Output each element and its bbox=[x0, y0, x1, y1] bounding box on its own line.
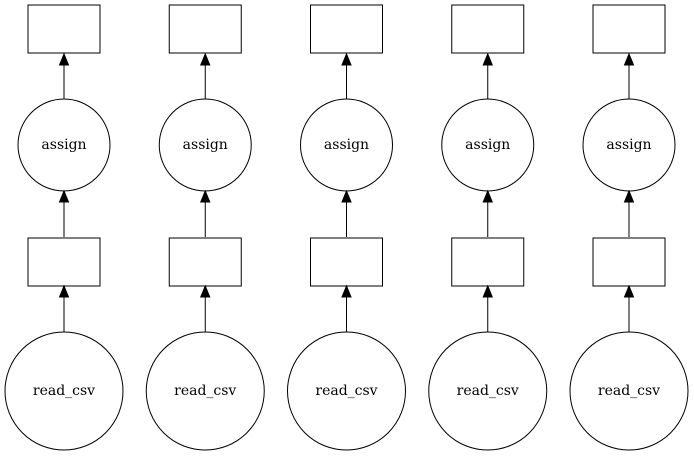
read-csv-node-label: read_csv bbox=[457, 383, 519, 399]
read-csv-node bbox=[287, 331, 406, 451]
arrowhead bbox=[623, 52, 635, 66]
graph-columns: assign read_csv assign read_csv assign read_c… bbox=[4, 4, 689, 451]
read-csv-node bbox=[569, 331, 689, 451]
result-box bbox=[310, 4, 383, 54]
edge-assign-to-result bbox=[58, 52, 70, 99]
edge-readcsv-to-data bbox=[58, 284, 70, 332]
graph-column: assign read_csv bbox=[4, 4, 124, 451]
arrowhead bbox=[200, 189, 211, 203]
arrowhead bbox=[58, 189, 70, 203]
edge-readcsv-to-data bbox=[341, 284, 352, 332]
arrowhead bbox=[58, 52, 70, 66]
arrowhead bbox=[341, 52, 352, 66]
edge-assign-to-result bbox=[623, 52, 635, 99]
result-box bbox=[592, 4, 666, 54]
arrowhead bbox=[482, 52, 493, 66]
graph-column: assign read_csv bbox=[569, 4, 689, 451]
intermediate-box bbox=[27, 237, 101, 287]
read-csv-node bbox=[145, 331, 265, 451]
intermediate-box bbox=[592, 237, 666, 287]
assign-node-label: assign bbox=[324, 137, 369, 153]
edge-readcsv-to-data bbox=[482, 284, 493, 332]
result-box bbox=[168, 4, 242, 54]
read-csv-node-label: read_csv bbox=[174, 383, 236, 399]
assign-node-label: assign bbox=[606, 137, 651, 153]
edge-data-to-assign bbox=[341, 189, 352, 237]
edge-assign-to-result bbox=[341, 52, 352, 99]
intermediate-box bbox=[168, 237, 242, 287]
assign-node-label: assign bbox=[41, 137, 86, 153]
arrowhead bbox=[200, 284, 211, 298]
arrowhead bbox=[482, 284, 493, 298]
edge-data-to-assign bbox=[482, 189, 493, 237]
arrowhead bbox=[623, 189, 635, 203]
read-csv-node-label: read_csv bbox=[315, 383, 377, 399]
edge-data-to-assign bbox=[200, 189, 211, 237]
edge-readcsv-to-data bbox=[200, 284, 211, 332]
graph-column: assign read_csv bbox=[287, 4, 406, 451]
assign-node-label: assign bbox=[465, 137, 510, 153]
arrowhead bbox=[200, 52, 211, 66]
edge-data-to-assign bbox=[58, 189, 70, 237]
graph-column: assign read_csv bbox=[428, 4, 548, 451]
assign-node-label: assign bbox=[183, 137, 228, 153]
read-csv-node-label: read_csv bbox=[598, 383, 660, 399]
intermediate-box bbox=[310, 237, 383, 287]
arrowhead bbox=[341, 189, 352, 203]
edge-readcsv-to-data bbox=[623, 284, 635, 332]
read-csv-node-label: read_csv bbox=[33, 383, 95, 399]
intermediate-box bbox=[451, 237, 525, 287]
arrowhead bbox=[623, 284, 635, 298]
edge-assign-to-result bbox=[200, 52, 211, 99]
arrowhead bbox=[482, 189, 493, 203]
result-box bbox=[27, 4, 101, 54]
result-box bbox=[451, 4, 525, 54]
arrowhead bbox=[58, 284, 70, 298]
arrowhead bbox=[341, 284, 352, 298]
graph-column: assign read_csv bbox=[145, 4, 265, 451]
read-csv-node bbox=[428, 331, 548, 451]
edge-assign-to-result bbox=[482, 52, 493, 99]
edge-data-to-assign bbox=[623, 189, 635, 237]
read-csv-node bbox=[4, 331, 124, 451]
